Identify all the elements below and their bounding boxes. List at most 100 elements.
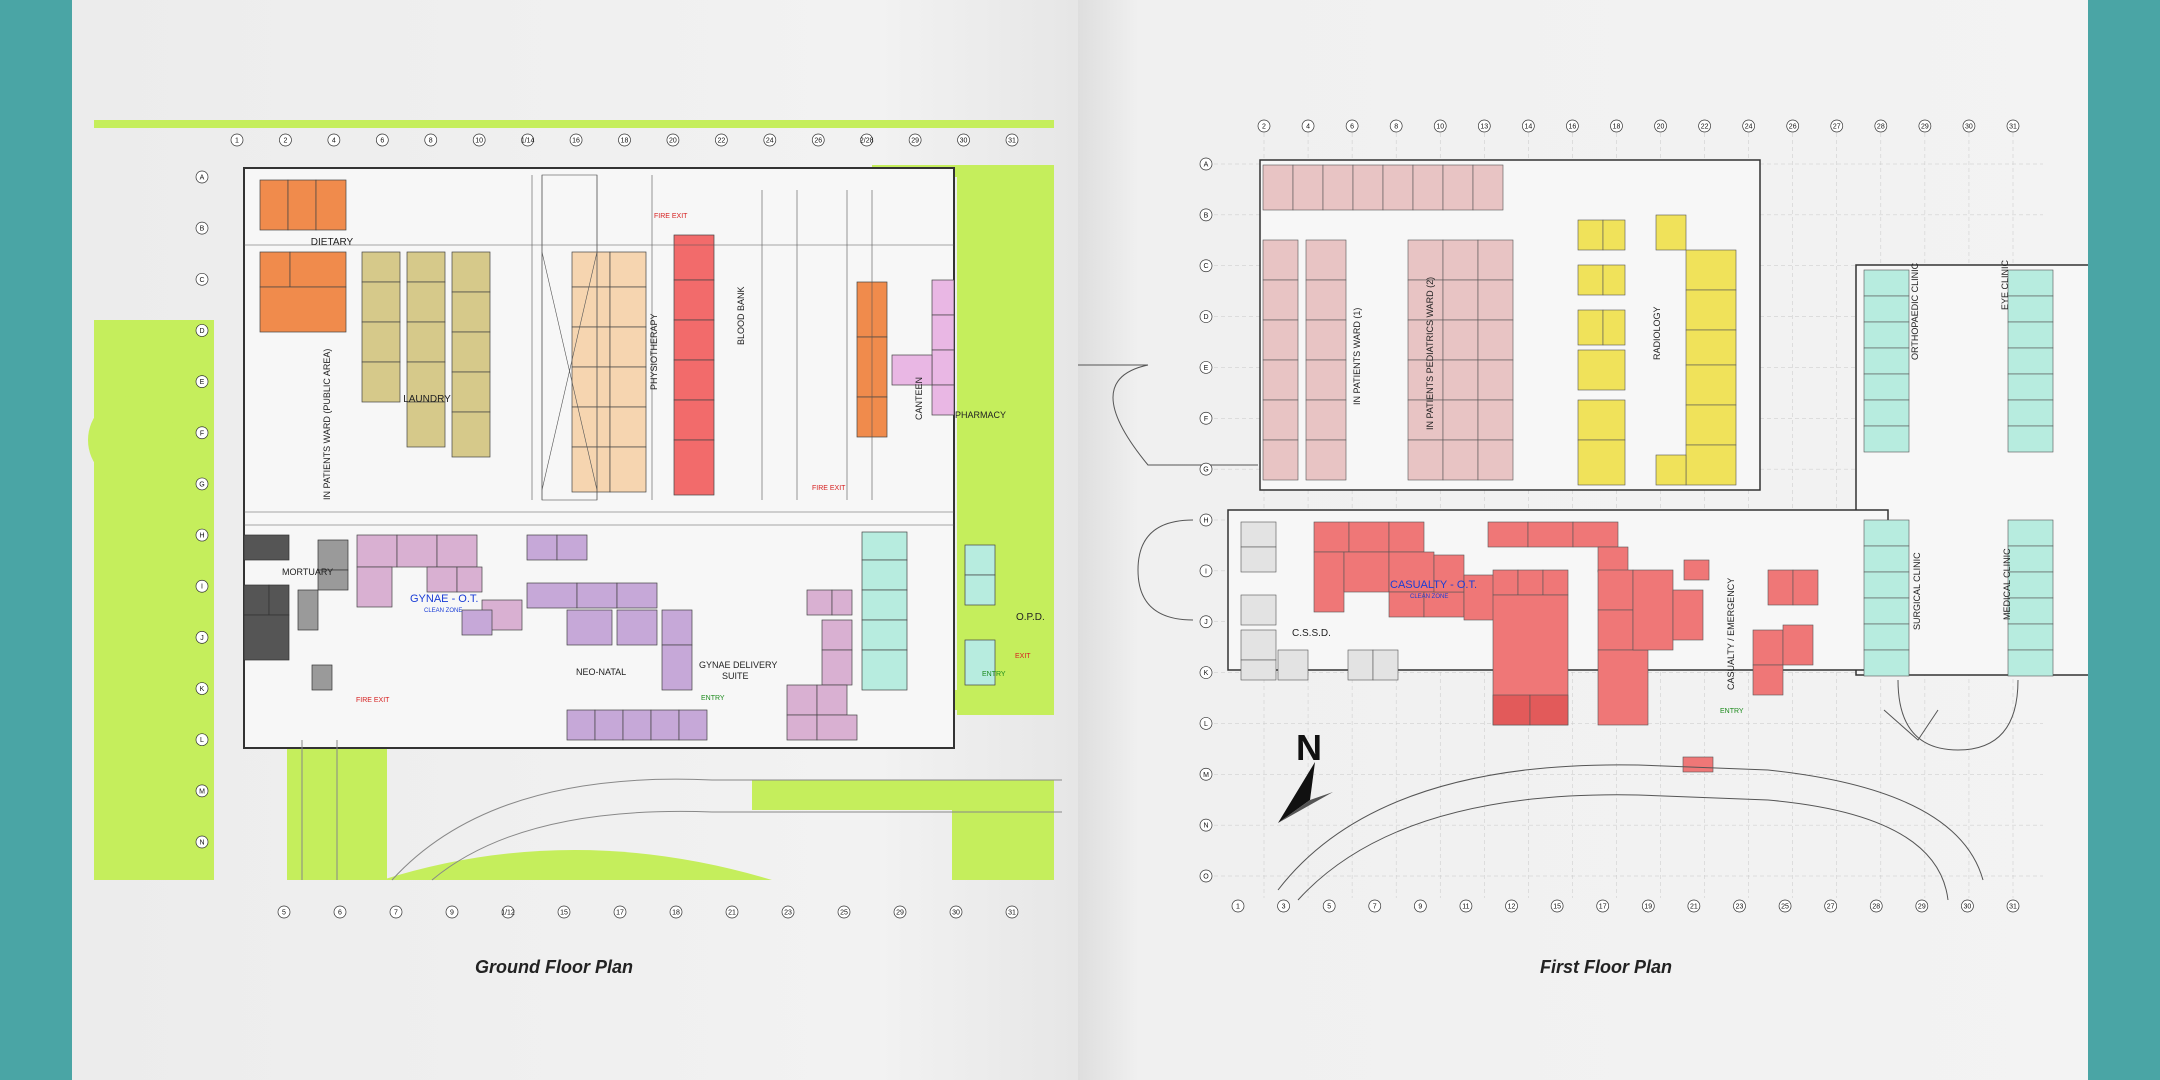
first-grid-bottom-label: 25: [1781, 904, 1789, 911]
first-grid-top-label-bubble: [1918, 119, 1932, 133]
clinic-room: [2007, 649, 2054, 677]
ground-grid-bottom-label-bubble: [781, 905, 795, 919]
ward-room: [1292, 164, 1324, 211]
ward-room: [1407, 399, 1444, 441]
clinic-room: [1863, 269, 1910, 297]
label-pediatrics-ward-2: IN PATIENTS PEDIATRICS WARD (2): [1425, 277, 1435, 430]
first-grid-left-label: N: [1203, 823, 1208, 830]
first-grid-bottom-label: 31: [2009, 904, 2017, 911]
ground-grid-left-label-bubble: [195, 784, 209, 798]
ground-grid-left-label: G: [199, 481, 204, 488]
first-grid-left-label: E: [1204, 365, 1209, 372]
ground-grid-bottom-label-bubble: [389, 905, 403, 919]
first-grid-bottom-label-bubble: [1414, 899, 1427, 913]
ground-grid-left-label: H: [199, 533, 204, 540]
ground-grid-top-label-bubble: [860, 133, 874, 147]
ground-grid-left-label: J: [200, 635, 204, 642]
first-grid-bottom-label: 17: [1599, 904, 1607, 911]
ground-grid-left-label: D: [199, 328, 204, 335]
clinic-room: [2007, 545, 2054, 573]
first-grid-top-label-bubble: [1566, 119, 1579, 133]
ground-grid-top-label: 30: [960, 138, 968, 145]
clinic-room: [2007, 597, 2054, 625]
clinic-room: [1863, 545, 1910, 573]
first-grid-top-label-bubble: [1301, 119, 1315, 133]
first-grid-top-label: 27: [1833, 124, 1841, 131]
first-grid-top-label: 6: [1350, 124, 1354, 131]
clinic-room: [1863, 597, 1910, 625]
cssd-block: [1240, 521, 1399, 681]
ground-grid-bottom-label-bubble: [445, 905, 459, 919]
ground-grid-top-label-bubble: [908, 133, 922, 147]
first-grid-top-label-bubble: [1389, 119, 1403, 133]
clinic-room: [2007, 295, 2054, 323]
first-grid-bottom-label: 11: [1462, 904, 1469, 911]
first-grid-left-label-bubble: [1199, 361, 1213, 374]
ground-grid-left-label: L: [200, 737, 204, 744]
first-grid-bottom-label: 21: [1690, 904, 1698, 911]
ground-grid-bottom-label: 29: [896, 910, 904, 917]
label-entry-casualty: ENTRY: [1720, 708, 1744, 715]
first-grid-left-label-bubble: [1199, 615, 1213, 629]
first-grid-bottom-label: 12: [1508, 904, 1516, 911]
label-physiotherapy: PHYSIOTHERAPY: [649, 313, 659, 390]
first-grid-top-label-bubble: [1830, 119, 1844, 133]
first-grid-top-label: 28: [1877, 124, 1885, 131]
first-grid-top-label: 4: [1306, 124, 1310, 131]
ward-room: [1305, 399, 1347, 441]
ground-grid-left-label-bubble: [195, 221, 209, 235]
label-fire-exit-blood: FIRE EXIT: [812, 485, 846, 492]
first-grid-left-label: A: [1204, 162, 1209, 169]
ground-grid-top-label: 20: [669, 138, 677, 145]
laundry-block: [361, 251, 491, 458]
ward-room: [1477, 279, 1514, 321]
first-grid-top-label: 10: [1436, 124, 1444, 131]
ward-room: [1442, 319, 1479, 361]
ground-grid-top-label: 2: [283, 138, 287, 145]
ground-grid-bottom-label-bubble: [613, 905, 627, 919]
ward-room: [1262, 439, 1299, 481]
first-grid-bottom-label-bubble: [1368, 899, 1382, 913]
ward-room: [1477, 439, 1514, 481]
ground-grid-bottom-label: 30: [952, 910, 960, 917]
ground-grid-bottom-label-bubble: [557, 905, 571, 919]
ground-grid-bottom-label-bubble: [1005, 905, 1019, 919]
first-grid-bottom-label: 30: [1964, 904, 1972, 911]
ground-grid-top-label: 24: [766, 138, 774, 145]
ground-grid-bottom-label: 18: [672, 910, 680, 917]
clinic-room: [1863, 347, 1910, 375]
ground-grid-top-label-bubble: [763, 133, 777, 147]
first-grid-bottom-label-bubble: [1322, 899, 1336, 913]
label-radiology: RADIOLOGY: [1652, 306, 1662, 360]
first-grid-top-label-bubble: [1477, 119, 1491, 133]
first-grid-top-label: 20: [1657, 124, 1665, 131]
first-grid-top-label-bubble: [1654, 119, 1667, 133]
first-grid-bottom-label-bubble: [1550, 899, 1564, 913]
ground-grid-bottom-label-bubble: [949, 905, 963, 919]
first-grid-bottom-label-bubble: [1961, 899, 1974, 913]
ward-room: [1262, 164, 1294, 211]
ground-grid-bottom-label: 7: [394, 910, 398, 917]
label-orthopaedic-clinic: ORTHOPAEDIC CLINIC: [1910, 262, 1920, 360]
label-entry-opd: ENTRY: [982, 671, 1006, 678]
ward-room: [1407, 279, 1444, 321]
first-grid-top-label: 16: [1569, 124, 1577, 131]
label-canteen: CANTEEN: [914, 377, 924, 420]
first-grid-bottom-label-bubble: [1641, 899, 1655, 913]
clinic-room: [1863, 649, 1910, 677]
first-grid-bottom-label-bubble: [1778, 899, 1792, 913]
structural-lines: [244, 174, 954, 526]
first-grid-left-label: J: [1204, 619, 1208, 626]
label-blood-bank: BLOOD BANK: [736, 286, 746, 345]
first-grid-top-label-bubble: [2006, 119, 2020, 133]
ground-grid-top-label: 22: [717, 138, 725, 145]
ground-grid-bottom-label-bubble: [669, 905, 683, 919]
first-grid-left-label-bubble: [1199, 717, 1213, 730]
label-laundry: LAUNDRY: [403, 394, 451, 405]
label-suite: SUITE: [722, 671, 749, 681]
clinic-room: [1863, 321, 1910, 349]
